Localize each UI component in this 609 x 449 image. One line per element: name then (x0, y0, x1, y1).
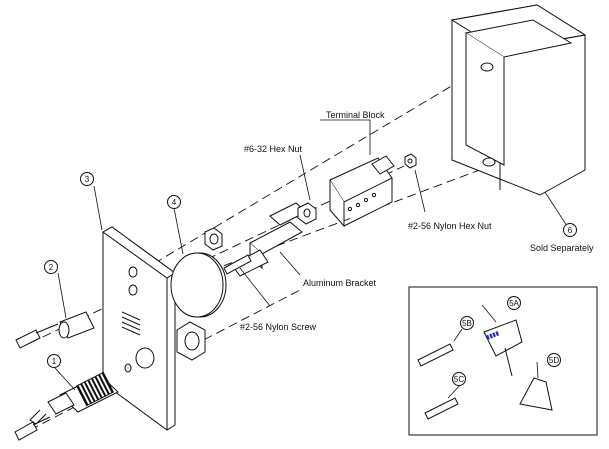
threaded-spacer (58, 311, 95, 339)
callout-3: 3 (80, 172, 94, 186)
inset-key-tool-5a (483, 319, 523, 377)
callout-5b: 5B (460, 316, 474, 330)
electrical-box (450, 4, 587, 196)
key-lock-cylinder (29, 371, 119, 425)
label-sold-separately: Sold Separately (530, 243, 594, 253)
gasket-disc (170, 252, 227, 318)
callout-6: 6 (563, 223, 577, 237)
terminal-block (329, 155, 395, 228)
inset-screw-5c (424, 397, 459, 420)
leader-lines (54, 119, 568, 391)
inset-screw-5b (417, 343, 454, 367)
label-nylon-screw: #2-56 Nylon Screw (240, 322, 317, 332)
parts-inset-box (408, 286, 598, 436)
callout-5d: 5D (547, 353, 561, 367)
label-aluminum-bracket: Aluminum Bracket (303, 278, 377, 288)
inset-wire-nut-5d (519, 377, 553, 411)
callout-2: 2 (44, 260, 58, 274)
nylon-hex-nut (404, 153, 417, 169)
label-terminal-block: Terminal Block (326, 110, 385, 120)
callout-1: 1 (47, 354, 61, 368)
hex-nut-upper (204, 227, 223, 251)
wall-plate (102, 226, 176, 431)
callout-5a: 5A (507, 296, 521, 310)
hex-nut-632 (297, 202, 317, 225)
callout-5c: 5C (452, 372, 466, 386)
tamper-screw-lower (14, 416, 51, 441)
nylon-screw (223, 254, 252, 275)
tamper-screw-upper (15, 323, 59, 349)
label-nylon-hex-nut: #2-56 Nylon Hex Nut (408, 221, 492, 231)
label-hex-nut-632: #6-32 Hex Nut (244, 144, 303, 154)
callout-4: 4 (167, 195, 181, 209)
hex-nut-large (176, 321, 206, 361)
